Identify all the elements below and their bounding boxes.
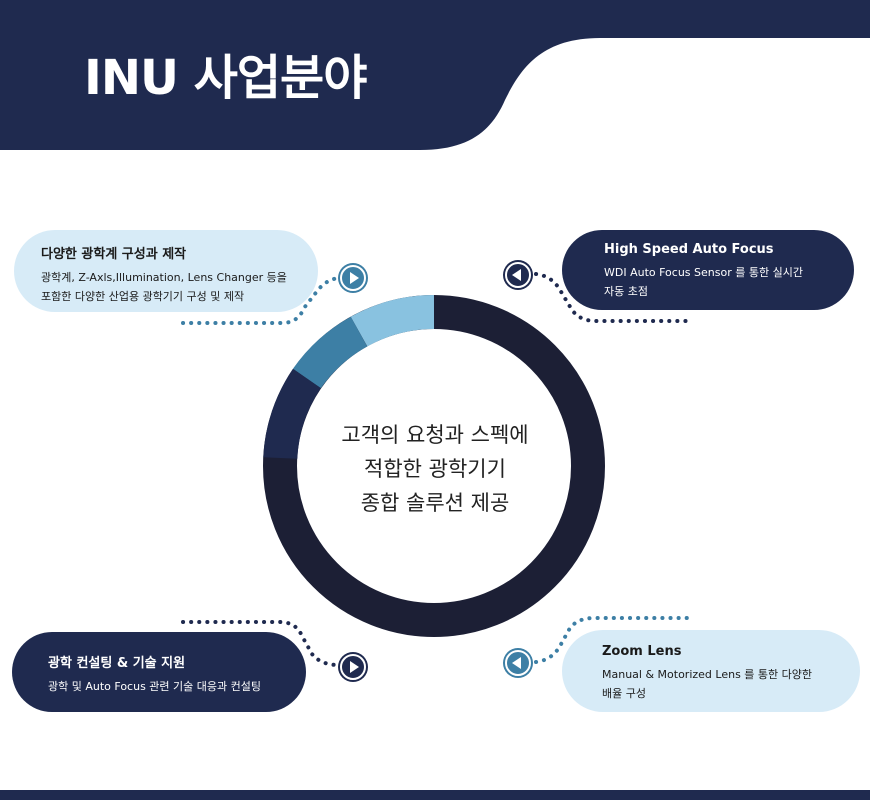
card-title: 다양한 광학계 구성과 제작 xyxy=(41,247,187,262)
ring-segment-light-blue xyxy=(350,295,435,347)
center-message: 고객의 요청과 스펙에 적합한 광학기기 종합 솔루션 제공 xyxy=(290,418,580,520)
card-title: Zoom Lens xyxy=(602,644,682,659)
header-banner xyxy=(0,0,870,150)
play-left-icon[interactable] xyxy=(503,260,533,290)
card-desc-line-2: 자동 초점 xyxy=(604,285,648,298)
play-right-icon[interactable] xyxy=(338,652,368,682)
card-desc-line-2: 배율 구성 xyxy=(602,687,646,700)
card-desc-line-1: Manual & Motorized Lens 를 통한 다양한 xyxy=(602,668,813,681)
play-left-icon[interactable] xyxy=(503,648,533,678)
card-desc-line-1: WDI Auto Focus Sensor 를 통한 실시간 xyxy=(604,266,803,279)
center-line-2: 적합한 광학기기 xyxy=(364,457,506,481)
play-right-icon[interactable] xyxy=(338,263,368,293)
card-desc-line-2: 포함한 다양한 산업용 광학기기 구성 및 제작 xyxy=(41,290,245,303)
card-optical-systems: 다양한 광학계 구성과 제작 광학계, Z-Axls,Illumination,… xyxy=(14,230,318,312)
center-line-3: 종합 솔루션 제공 xyxy=(360,491,510,515)
card-title: High Speed Auto Focus xyxy=(604,242,774,257)
card-auto-focus: High Speed Auto Focus WDI Auto Focus Sen… xyxy=(562,230,854,310)
footer-bar xyxy=(0,790,870,800)
card-desc-line-1: 광학 및 Auto Focus 관련 기술 대응과 컨설팅 xyxy=(48,680,261,693)
card-desc-line-1: 광학계, Z-Axls,Illumination, Lens Changer 등… xyxy=(41,271,287,284)
card-zoom-lens: Zoom Lens Manual & Motorized Lens 를 통한 다… xyxy=(562,630,860,712)
page-title: INU 사업분야 xyxy=(84,50,367,106)
card-title: 광학 컨설팅 & 기술 지원 xyxy=(48,656,186,671)
ring-segment-teal xyxy=(292,316,368,389)
center-line-1: 고객의 요청과 스펙에 xyxy=(341,423,529,447)
card-consulting: 광학 컨설팅 & 기술 지원 광학 및 Auto Focus 관련 기술 대응과… xyxy=(12,632,306,712)
ring-segment-navy xyxy=(263,368,322,460)
